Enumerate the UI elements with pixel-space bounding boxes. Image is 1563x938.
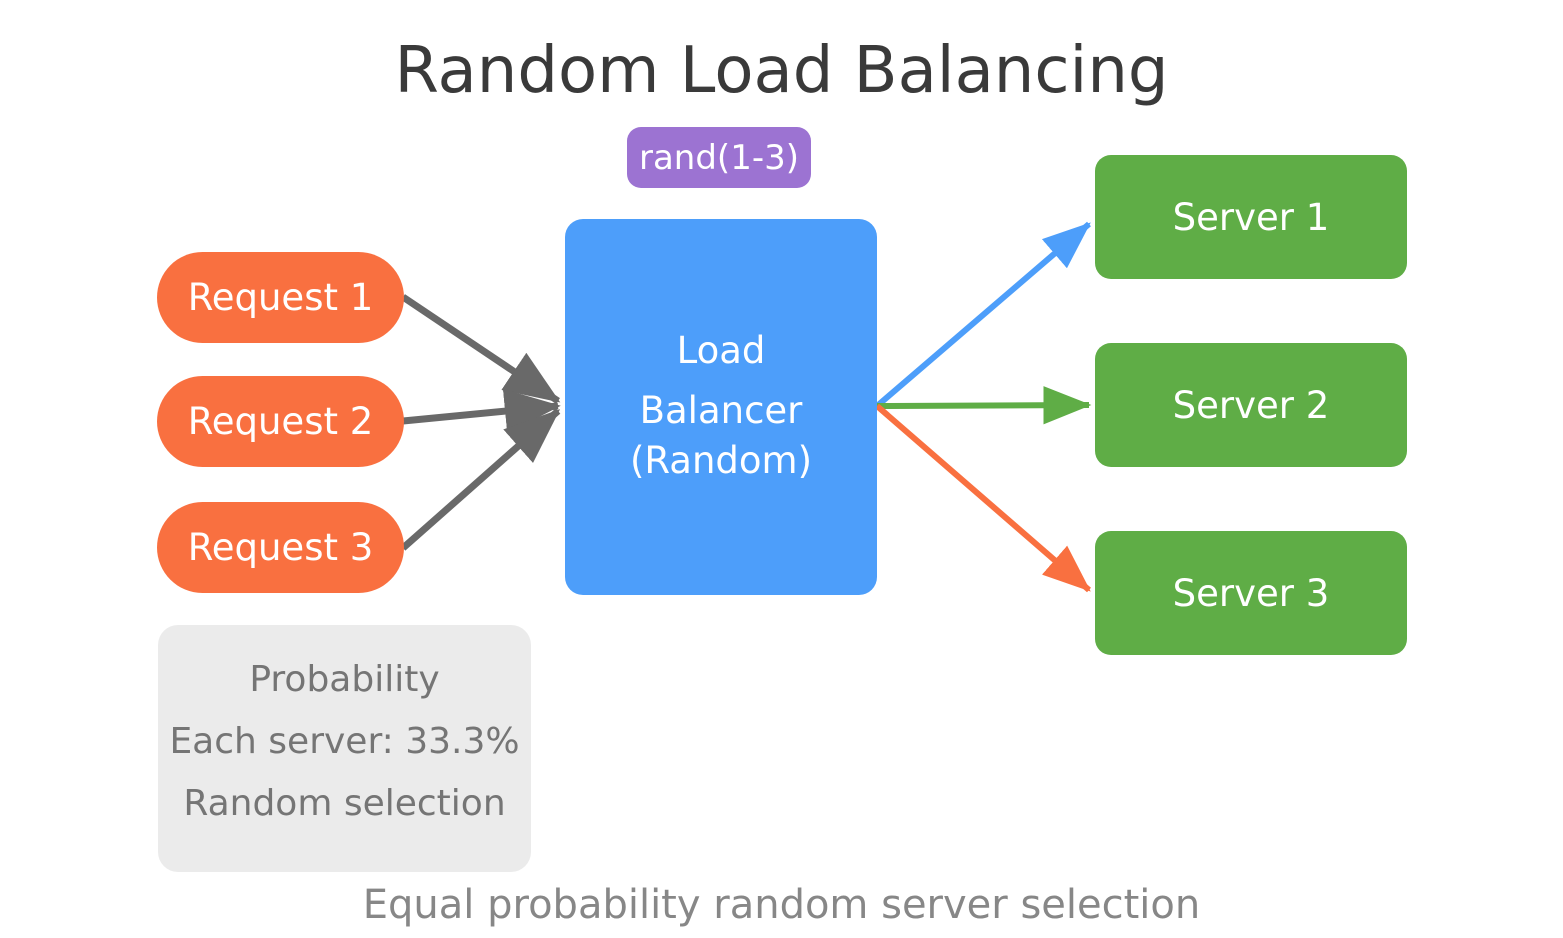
load-balancer-label-line2: Balancer [639,388,803,432]
request-1-node: Request 1 [157,252,404,343]
arrow-balancer-to-server3 [875,403,1091,593]
arrow-balancer-to-server2 [876,386,1092,425]
arrow-request1-to-balancer [401,294,561,404]
diagram-caption: Equal probability random server selectio… [362,882,1201,928]
probability-note-line3: Random selection [183,783,506,824]
rand-function-label: rand(1-3) [638,137,799,178]
request-1-label: Request 1 [187,276,374,319]
page-title: Random Load Balancing [394,34,1169,108]
request-3-label: Request 3 [187,526,374,569]
probability-note-box: Probability Each server: 33.3% Random se… [158,625,531,872]
server-2-label: Server 2 [1172,383,1330,427]
server-1-node: Server 1 [1095,155,1407,279]
probability-note-line1: Probability [249,659,440,700]
request-2-label: Request 2 [187,400,374,443]
request-3-node: Request 3 [157,502,404,593]
arrow-request2-to-balancer [402,388,561,434]
server-3-label: Server 3 [1172,571,1330,615]
rand-function-badge: rand(1-3) [627,127,811,188]
server-1-label: Server 1 [1172,195,1330,239]
load-balancer-label-line1: Load [676,328,766,372]
server-3-node: Server 3 [1095,531,1407,655]
request-2-node: Request 2 [157,376,404,467]
load-balancer-node: Load Balancer (Random) [565,219,877,595]
arrow-request3-to-balancer [400,408,561,551]
load-balancer-label-line3: (Random) [629,438,813,482]
arrow-balancer-to-server1 [875,221,1091,409]
server-2-node: Server 2 [1095,343,1407,467]
probability-note-line2: Each server: 33.3% [169,721,520,762]
